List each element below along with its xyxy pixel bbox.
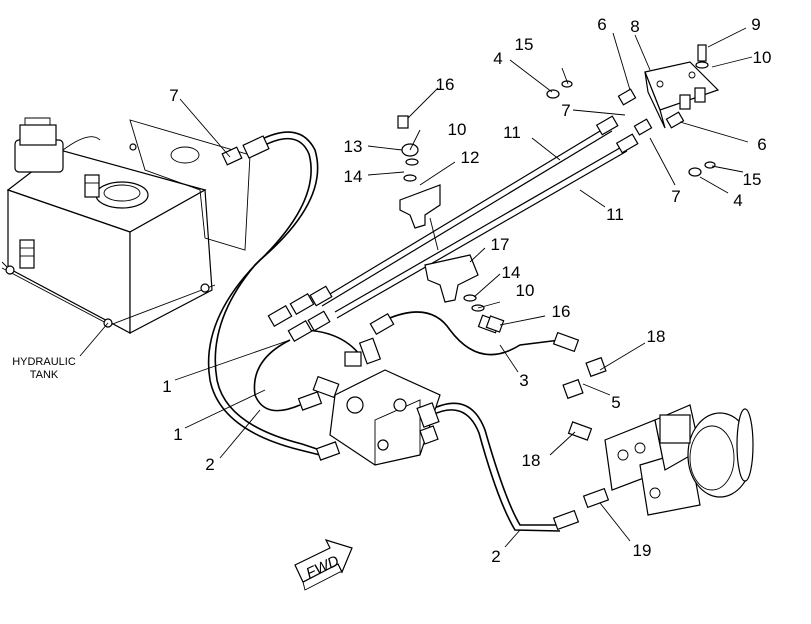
tubes <box>319 124 628 319</box>
callout-19: 19 <box>633 541 652 560</box>
callout-1a: 1 <box>162 377 171 396</box>
callout-3: 3 <box>519 371 528 390</box>
callout-10b: 10 <box>753 48 772 67</box>
callout-9: 9 <box>751 15 760 34</box>
callout-4b: 4 <box>733 191 742 210</box>
callout-7b: 7 <box>561 101 570 120</box>
hydraulic-tank <box>1 117 251 334</box>
callout-15b: 15 <box>743 170 762 189</box>
callout-2b: 2 <box>491 547 500 566</box>
callout-13: 13 <box>344 137 363 156</box>
callout-6b: 6 <box>757 135 766 154</box>
leader-lines <box>174 27 753 548</box>
tank-label-line2: TANK <box>30 369 59 381</box>
callout-16a: 16 <box>436 75 455 94</box>
fwd-arrow: FWD <box>294 539 353 591</box>
callout-6a: 6 <box>597 15 606 34</box>
callout-12: 12 <box>461 148 480 167</box>
callout-18b: 18 <box>522 451 541 470</box>
callout-10a: 10 <box>448 120 467 139</box>
callout-11a: 11 <box>503 123 521 142</box>
callout-numbers: 1 1 2 2 3 4 4 5 6 6 7 7 7 8 9 10 10 10 1… <box>162 15 771 566</box>
control-valve <box>312 337 441 466</box>
callout-11b: 11 <box>606 205 624 224</box>
callout-5: 5 <box>611 393 620 412</box>
callout-2a: 2 <box>205 455 214 474</box>
tank-label-line1: HYDRAULIC <box>12 356 76 368</box>
callout-14b: 14 <box>502 263 521 282</box>
callout-15a: 15 <box>515 35 534 54</box>
callout-8: 8 <box>630 17 639 36</box>
callout-10c: 10 <box>516 281 535 300</box>
callout-7c: 7 <box>671 187 680 206</box>
manifold-block <box>546 44 720 177</box>
callout-7a: 7 <box>169 86 178 105</box>
hydraulic-motor <box>604 404 754 516</box>
callout-16b: 16 <box>552 302 571 321</box>
callout-1b: 1 <box>173 425 182 444</box>
callout-18a: 18 <box>647 327 666 346</box>
callout-17: 17 <box>491 235 510 254</box>
hoses <box>207 131 561 532</box>
callout-14a: 14 <box>344 167 363 186</box>
callout-4a: 4 <box>493 49 502 68</box>
fittings <box>221 88 685 531</box>
brackets <box>397 115 505 333</box>
